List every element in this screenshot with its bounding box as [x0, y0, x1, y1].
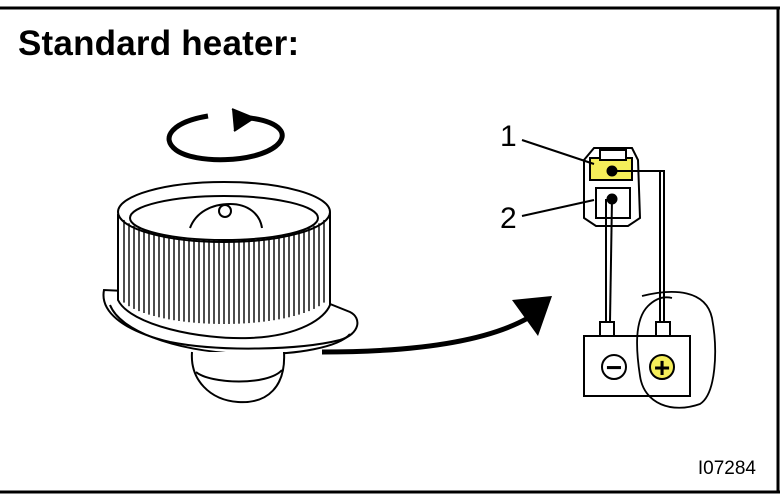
pointer-arrow-head-icon: [512, 296, 552, 336]
leader-line-1: [521, 139, 595, 165]
connector: [583, 147, 642, 227]
battery: [583, 321, 691, 397]
pointer-arrow: [321, 315, 530, 355]
battery-positive-terminal: [649, 354, 675, 380]
highlight-circle: [636, 291, 716, 409]
blower-motor: [102, 181, 359, 404]
battery-negative-terminal: [601, 354, 627, 380]
callout-label-2: 2: [500, 202, 517, 235]
figure-code: I07284: [697, 458, 756, 479]
blower-blades: [123, 219, 325, 324]
test-wires: [605, 170, 665, 323]
callout-label-1: 1: [500, 120, 517, 153]
battery-positive-symbol: +: [654, 352, 670, 383]
battery-negative-symbol: −: [606, 352, 622, 383]
leader-line-2: [521, 199, 595, 217]
rotation-arrow-icon: [166, 108, 285, 163]
diagram-title: Standard heater:: [18, 24, 300, 63]
